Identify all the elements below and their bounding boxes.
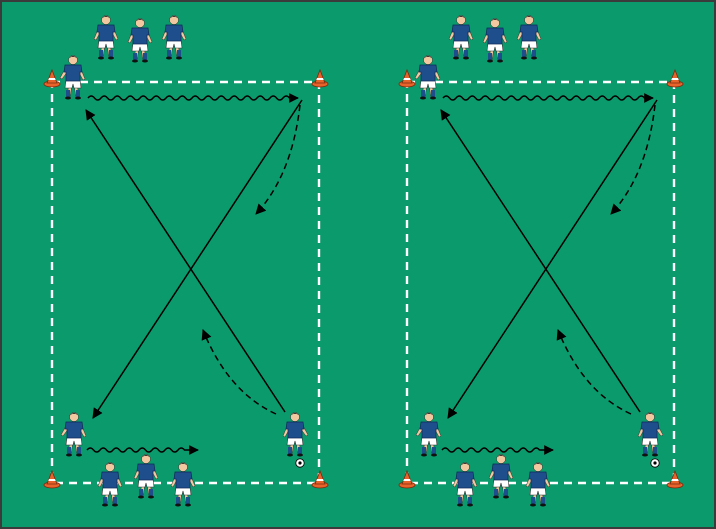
ball-icon xyxy=(296,459,304,467)
ball-icon xyxy=(651,459,659,467)
